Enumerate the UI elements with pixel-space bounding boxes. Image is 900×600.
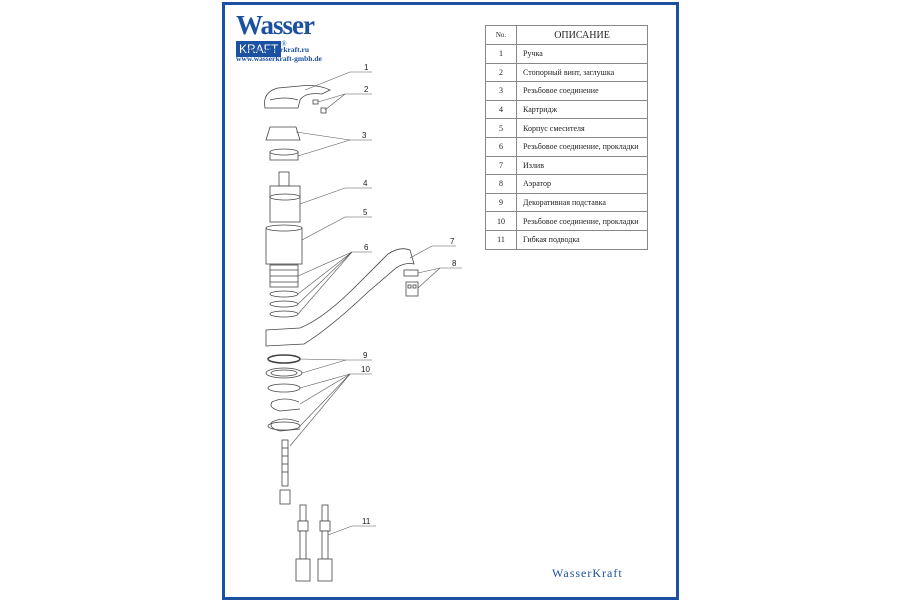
part-dome-cap <box>265 126 301 141</box>
part-aerator <box>405 281 419 297</box>
part-mixer-body <box>265 227 303 265</box>
row-number: 9 <box>485 192 517 213</box>
row-number: 5 <box>485 118 517 138</box>
part-spout <box>265 248 415 347</box>
row-description: Корпус смесителя <box>516 118 648 138</box>
part-stud-nut <box>279 489 291 505</box>
part-decorative-base <box>267 354 301 364</box>
brand-url-ru[interactable]: www.wasserkraft.ru <box>244 45 309 54</box>
part-threaded-stud <box>281 439 289 487</box>
callout-2: 2 <box>364 85 369 94</box>
part-flex-hoses <box>295 504 333 582</box>
row-description: Резьбовое соединение, прокладки <box>516 211 648 231</box>
callout-9: 9 <box>363 351 368 360</box>
row-number: 1 <box>485 44 517 64</box>
callout-3: 3 <box>362 131 367 140</box>
row-number: 3 <box>485 81 517 101</box>
row-number: 4 <box>485 99 517 120</box>
row-description: Стопорный винт, заглушка <box>516 62 648 83</box>
row-number: 10 <box>485 211 517 231</box>
row-description: Излив <box>516 155 648 176</box>
callout-7: 7 <box>450 237 455 246</box>
table-header-row: No. ОПИСАНИЕ <box>485 25 648 45</box>
row-number: 2 <box>485 62 517 83</box>
callout-11: 11 <box>362 517 371 526</box>
callout-10: 10 <box>361 365 370 374</box>
row-description: Картридж <box>516 99 648 120</box>
brand-logo: WasserKRAFT® <box>236 10 336 58</box>
row-description: Гибкая подводка <box>516 229 648 250</box>
row-description: Резьбовое соединение <box>516 81 648 101</box>
callout-6: 6 <box>364 243 369 252</box>
callout-5: 5 <box>363 208 368 217</box>
callout-4: 4 <box>363 179 368 188</box>
logo-registered: ® <box>281 40 287 48</box>
callout-1: 1 <box>364 63 369 72</box>
row-description: Резьбовое соединение, прокладки <box>516 136 648 157</box>
callout-8: 8 <box>452 259 457 268</box>
part-handle <box>264 85 331 109</box>
row-number: 7 <box>485 155 517 176</box>
part-gasket <box>269 290 299 298</box>
brand-url-de[interactable]: www.wasserkraft-gmbh.de <box>236 54 322 63</box>
part-cartridge-stem <box>278 171 290 187</box>
footer-brand: WasserKraft <box>552 566 623 580</box>
part-cartridge <box>269 185 301 223</box>
header-no: No. <box>485 25 517 45</box>
part-plug <box>320 107 327 114</box>
row-number: 8 <box>485 174 517 194</box>
logo-word: Wasser <box>236 10 315 40</box>
row-description: Аэратор <box>516 174 648 194</box>
row-description: Декоративная подставка <box>516 192 648 213</box>
row-number: 11 <box>485 229 517 250</box>
logo-box: KRAFT <box>236 41 282 58</box>
row-number: 6 <box>485 136 517 157</box>
part-c-washer <box>270 398 301 412</box>
row-description: Ручка <box>516 44 648 64</box>
part-aerator-top <box>403 269 419 277</box>
header-description: ОПИСАНИЕ <box>516 25 648 45</box>
part-set-screw <box>312 99 319 105</box>
